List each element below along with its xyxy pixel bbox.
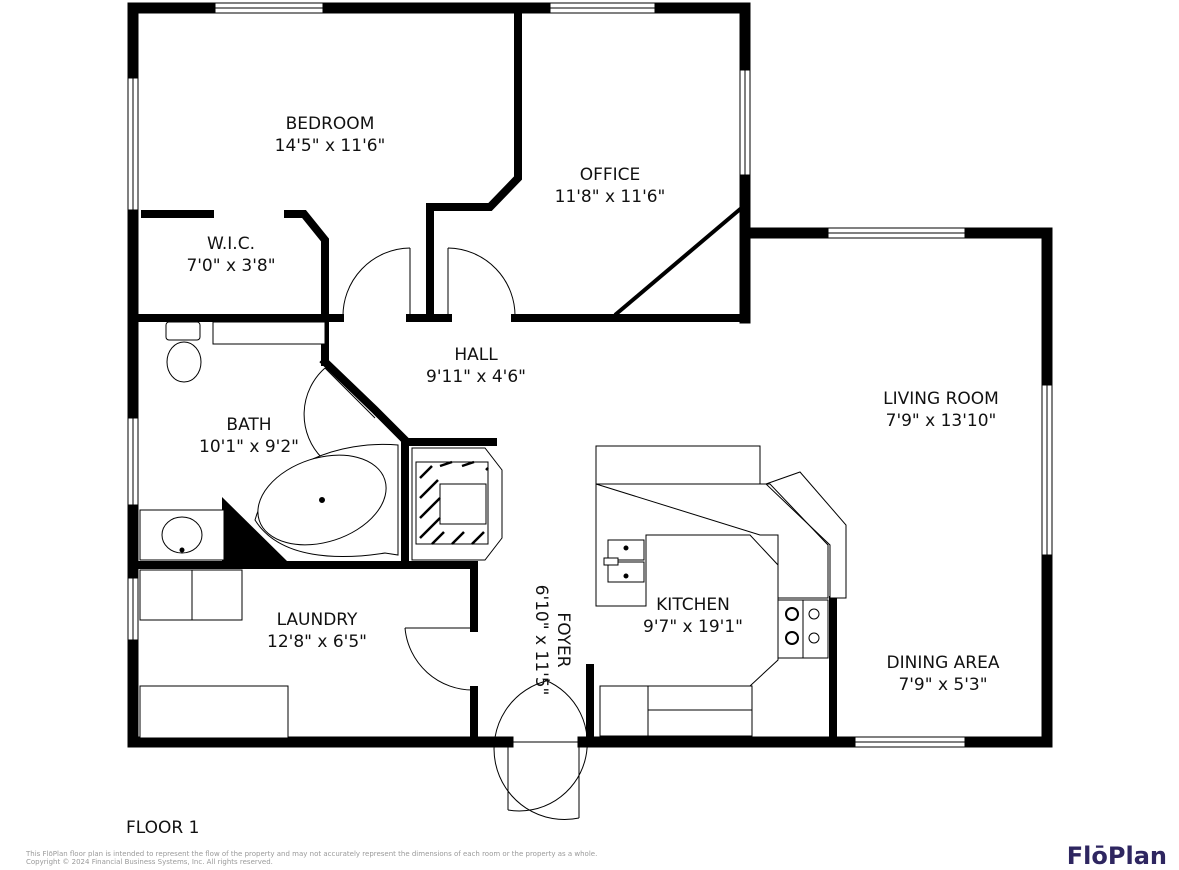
room-name-kitchen: KITCHEN — [656, 595, 730, 615]
room-name-foyer: FOYER — [553, 612, 573, 667]
room-dims-bedroom: 14'5" x 11'6" — [275, 136, 386, 156]
fireplace-hatch — [419, 460, 489, 545]
windows — [127, 2, 1053, 748]
room-labels: BEDROOM 14'5" x 11'6" OFFICE 11'8" x 11'… — [186, 114, 999, 695]
room-dims-hall: 9'11" x 4'6" — [426, 367, 526, 387]
bath-wall-wedge — [222, 497, 288, 562]
floor-label: FLOOR 1 — [126, 818, 200, 838]
copyright-line: Copyright © 2024 Financial Business Syst… — [26, 858, 273, 866]
room-dims-living-room: 7'9" x 13'10" — [886, 411, 997, 431]
doors — [303, 247, 588, 821]
room-dims-foyer: 6'10" x 11'5" — [531, 585, 551, 696]
room-dims-wic: 7'0" x 3'8" — [186, 256, 275, 276]
disclaimer-line: This FlōPlan floor plan is intended to r… — [26, 850, 598, 858]
room-name-laundry: LAUNDRY — [277, 610, 358, 630]
room-dims-laundry: 12'8" x 6'5" — [267, 632, 367, 652]
room-name-living-room: LIVING ROOM — [883, 389, 999, 409]
disclaimer: This FlōPlan floor plan is intended to r… — [26, 850, 786, 866]
room-name-bedroom: BEDROOM — [286, 114, 375, 134]
room-name-office: OFFICE — [580, 165, 641, 185]
brand-logo: FlōPlan — [1066, 842, 1167, 870]
room-dims-bath: 10'1" x 9'2" — [199, 437, 299, 457]
room-dims-kitchen: 9'7" x 19'1" — [643, 617, 743, 637]
room-name-wic: W.I.C. — [207, 234, 255, 254]
interior-walls — [129, 8, 837, 746]
room-dims-dining-area: 7'9" x 5'3" — [898, 675, 987, 695]
office-diagonal-wall — [613, 203, 747, 317]
room-name-bath: BATH — [226, 415, 271, 435]
room-name-dining-area: DINING AREA — [887, 653, 1000, 673]
room-dims-office: 11'8" x 11'6" — [555, 187, 666, 207]
fixtures — [139, 321, 847, 739]
room-name-hall: HALL — [454, 345, 498, 365]
